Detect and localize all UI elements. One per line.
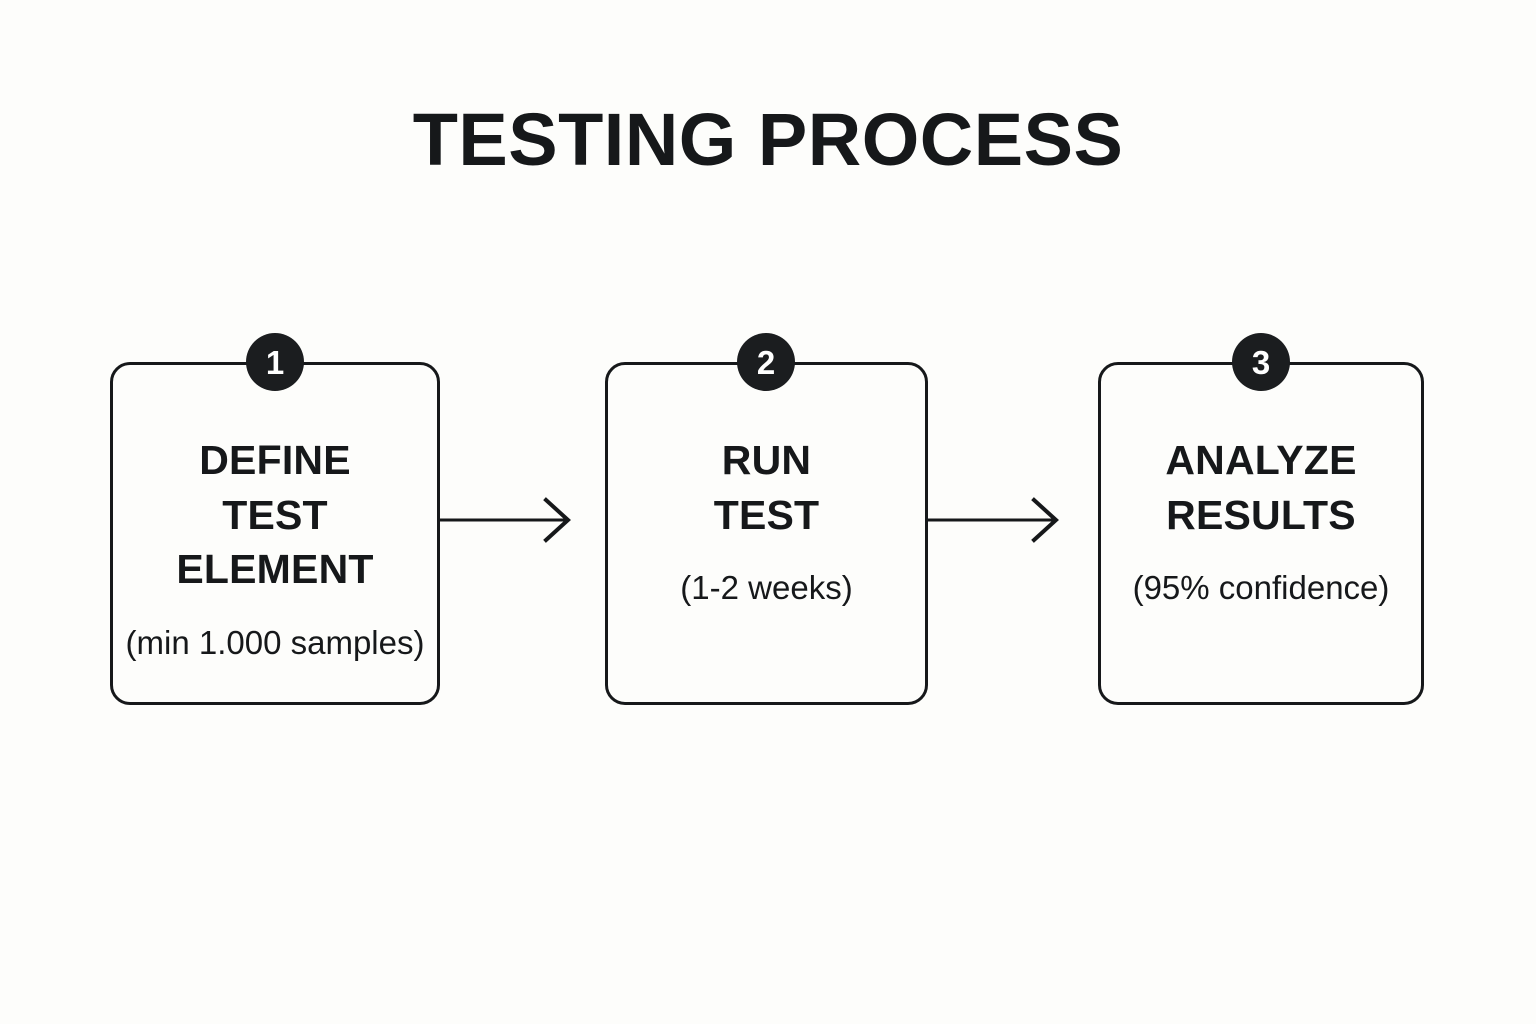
page-title: TESTING PROCESS (412, 98, 1124, 181)
step-number-badge-3: 3 (1232, 333, 1290, 391)
step-1-content: DEFINE TEST ELEMENT (min 1.000 samples) (113, 433, 437, 662)
step-1-heading: DEFINE TEST ELEMENT (176, 437, 374, 593)
arrow-right-icon (438, 497, 571, 543)
step-2-heading: RUN TEST (713, 437, 820, 538)
connector-arrow-2 (926, 496, 1066, 544)
step-box-3[interactable]: ANALYZE RESULTS (95% confidence) (1098, 362, 1424, 705)
arrow-right-icon (926, 497, 1059, 543)
connector-arrow-1 (438, 496, 578, 544)
step-box-2[interactable]: RUN TEST (1-2 weeks) (605, 362, 928, 705)
step-2-content: RUN TEST (1-2 weeks) (608, 433, 925, 608)
step-2-subtitle: (1-2 weeks) (680, 569, 853, 607)
step-3-content: ANALYZE RESULTS (95% confidence) (1101, 433, 1421, 608)
step-number-badge-1: 1 (246, 333, 304, 391)
step-number-badge-2: 2 (737, 333, 795, 391)
step-1-subtitle: (min 1.000 samples) (125, 623, 425, 661)
step-3-subtitle: (95% confidence) (1132, 569, 1390, 607)
step-box-1[interactable]: DEFINE TEST ELEMENT (min 1.000 samples) (110, 362, 440, 705)
step-3-heading: ANALYZE RESULTS (1165, 437, 1357, 538)
